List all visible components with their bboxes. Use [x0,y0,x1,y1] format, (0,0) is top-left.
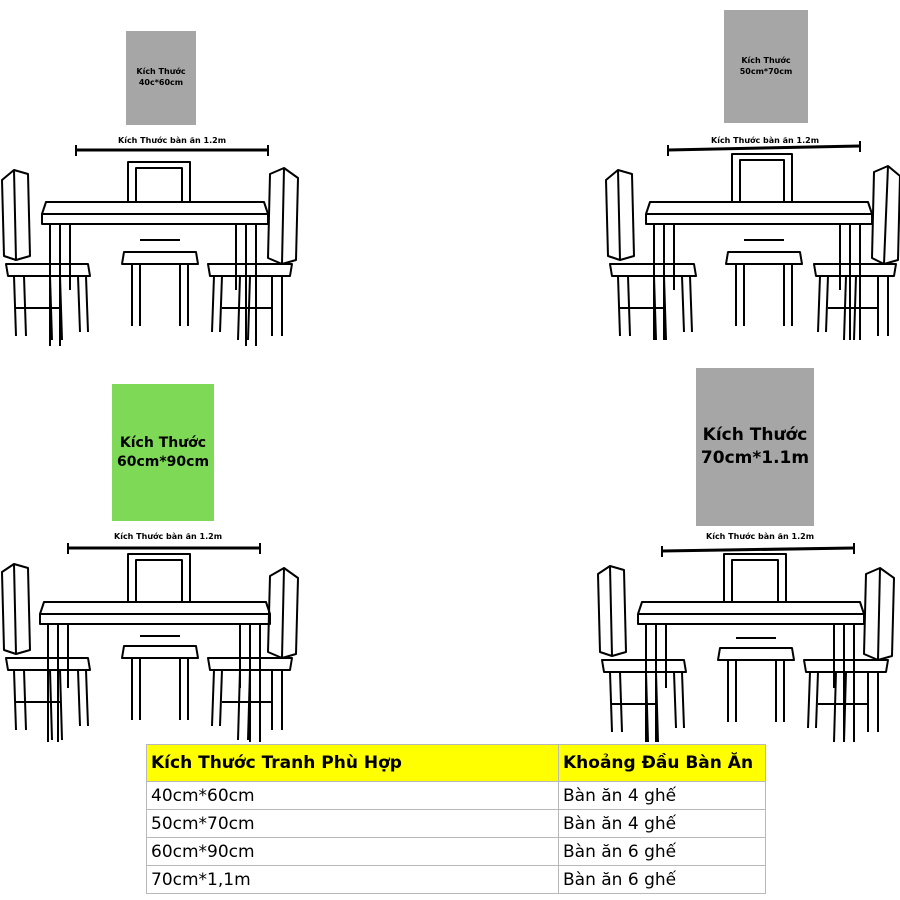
frame-size-label: Kích Thước 50cm*70cm [739,55,793,76]
cell-table-size: Bàn ăn 6 ghế [558,865,766,894]
dining-set-illustration [596,150,900,341]
artwork-frame: Kích Thước 60cm*90cm [112,384,214,521]
cell-table-size: Bàn ăn 4 ghế [558,781,766,810]
frame-size-label: Kích Thước 60cm*90cm [116,434,210,470]
artwork-frame: Kích Thước 50cm*70cm [724,10,808,123]
cell-table-size: Bàn ăn 4 ghế [558,809,766,838]
cell-table-size: Bàn ăn 6 ghế [558,837,766,866]
panel-1: Kích Thước 40c*60cm Kích Thước bàn ăn 1.… [0,0,310,360]
cell-frame-size: 70cm*1,1m [146,865,559,894]
dining-set-illustration [0,552,310,742]
dimension-line [667,141,861,156]
table-row: 50cm*70cm Bàn ăn 4 ghế [146,809,766,838]
header-frame-size: Kích Thước Tranh Phù Hợp [146,744,559,782]
size-table: Kích Thước Tranh Phù Hợp Khoảng Đầu Bàn … [146,744,766,894]
frame-size-label: Kích Thước 40c*60cm [136,67,186,87]
cell-frame-size: 40cm*60cm [146,781,559,810]
cell-frame-size: 50cm*70cm [146,809,559,838]
table-row: 40cm*60cm Bàn ăn 4 ghế [146,781,766,810]
dimension-label: Kích Thước bàn ăn 1.2m [711,136,820,145]
dining-set-illustration [0,160,310,350]
dimension-label: Kích Thước bàn ăn 1.2m [706,532,815,541]
dimension-line [661,543,855,557]
dining-set-illustration [590,552,900,743]
table-row: 70cm*1,1m Bàn ăn 6 ghế [146,865,766,894]
artwork-frame: Kích Thước 70cm*1.1m [696,368,814,526]
cell-frame-size: 60cm*90cm [146,837,559,866]
header-table-size: Khoảng Đầu Bàn Ăn [558,744,766,782]
panel-4: Kích Thước 70cm*1.1m Kích Thước bàn ăn 1… [590,366,900,743]
dimension-line [67,543,261,554]
artwork-frame: Kích Thước 40c*60cm [126,31,196,125]
table-header-row: Kích Thước Tranh Phù Hợp Khoảng Đầu Bàn … [146,744,766,782]
table-row: 60cm*90cm Bàn ăn 6 ghế [146,837,766,866]
panel-3: Kích Thước 60cm*90cm Kích Thước bàn ăn 1… [0,380,310,742]
panel-2: Kích Thước 50cm*70cm Kích Thước bàn ăn 1… [596,0,900,360]
dimension-label: Kích Thước bàn ăn 1.2m [118,136,227,145]
dimension-line [75,145,269,156]
frame-size-label: Kích Thước 70cm*1.1m [700,425,810,468]
dimension-label: Kích Thước bàn ăn 1.2m [114,532,223,541]
